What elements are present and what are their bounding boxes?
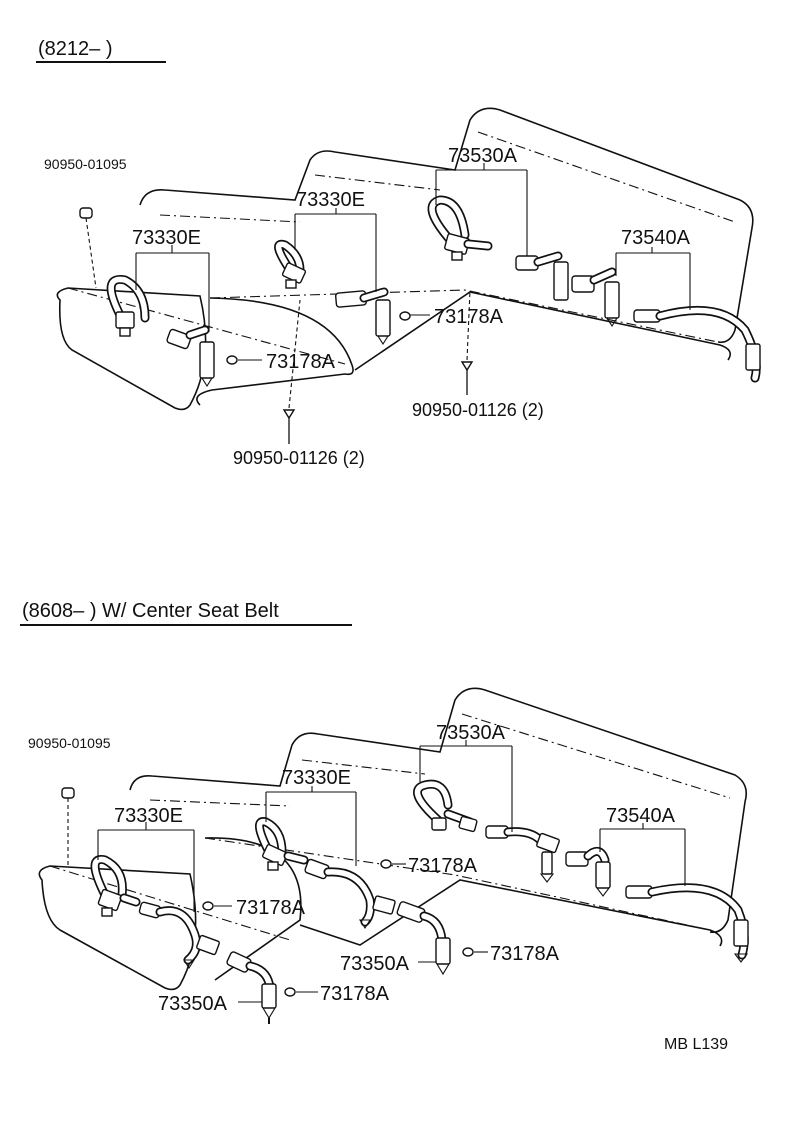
label-90950-01126-left: 90950-01126 (2)	[233, 448, 365, 468]
label-73530a: 73530A	[448, 145, 518, 167]
label-73178a-left: 73178A	[266, 351, 336, 373]
washer-73178a-low-icon	[284, 987, 296, 997]
label-73330e-mid-2: 73330E	[282, 767, 351, 789]
washer-73178a-mid-icon	[202, 901, 214, 911]
seat-cushion-middle	[196, 297, 354, 406]
label-73540a-2: 73540A	[606, 805, 676, 827]
seat-back-foldline-2	[149, 713, 731, 807]
label-73178a-upper: 73178A	[408, 855, 478, 877]
label-73350a-left: 73350A	[158, 993, 228, 1015]
label-73178a-right: 73178A	[434, 306, 504, 328]
washer-73178a-left-icon	[226, 355, 238, 365]
seat-back-outline-2	[129, 687, 748, 934]
label-73178a-right-2: 73178A	[490, 943, 560, 965]
washer-73178a-right-icon-2	[462, 947, 474, 957]
footer-reference: MB L139	[664, 1036, 728, 1053]
clip-90950-01095-icon	[79, 207, 97, 289]
clip-90950-01095-icon-2	[61, 787, 75, 866]
label-73330e-left: 73330E	[132, 227, 201, 249]
seat-cushion-line-2	[49, 837, 711, 941]
label-90950-01126-right: 90950-01126 (2)	[412, 400, 544, 420]
label-73540a: 73540A	[621, 227, 691, 249]
seat-cushion-right	[354, 291, 731, 371]
section-2: (8608– ) W/ Center Seat Belt	[20, 600, 749, 1024]
seat-back-outline	[139, 107, 754, 344]
label-73178a-mid: 73178A	[236, 897, 306, 919]
seat-cushion-line	[67, 287, 719, 365]
bolt-90950-01126-left-icon	[282, 299, 301, 444]
label-73530a-2: 73530A	[436, 722, 506, 744]
bolt-90950-01126-right-icon	[460, 289, 474, 395]
label-90950-01095: 90950-01095	[44, 156, 127, 172]
section-1: (8212– )	[36, 38, 761, 468]
label-73178a-low: 73178A	[320, 983, 390, 1005]
washer-73178a-right-icon	[399, 311, 411, 321]
label-73330e-left-2: 73330E	[114, 805, 183, 827]
washer-73178a-upper-icon	[380, 859, 392, 869]
section-2-header: (8608– ) W/ Center Seat Belt	[22, 600, 279, 622]
label-90950-01095-2: 90950-01095	[28, 735, 111, 751]
seat-back-foldline	[159, 131, 736, 223]
label-73350a-right: 73350A	[340, 953, 410, 975]
seat-cushion-outline	[56, 287, 207, 411]
seat-cushion-outline-2	[38, 865, 197, 991]
label-73330e-mid: 73330E	[296, 189, 365, 211]
section-1-header: (8212– )	[38, 38, 113, 60]
seat-cushion-right-2	[299, 879, 723, 947]
